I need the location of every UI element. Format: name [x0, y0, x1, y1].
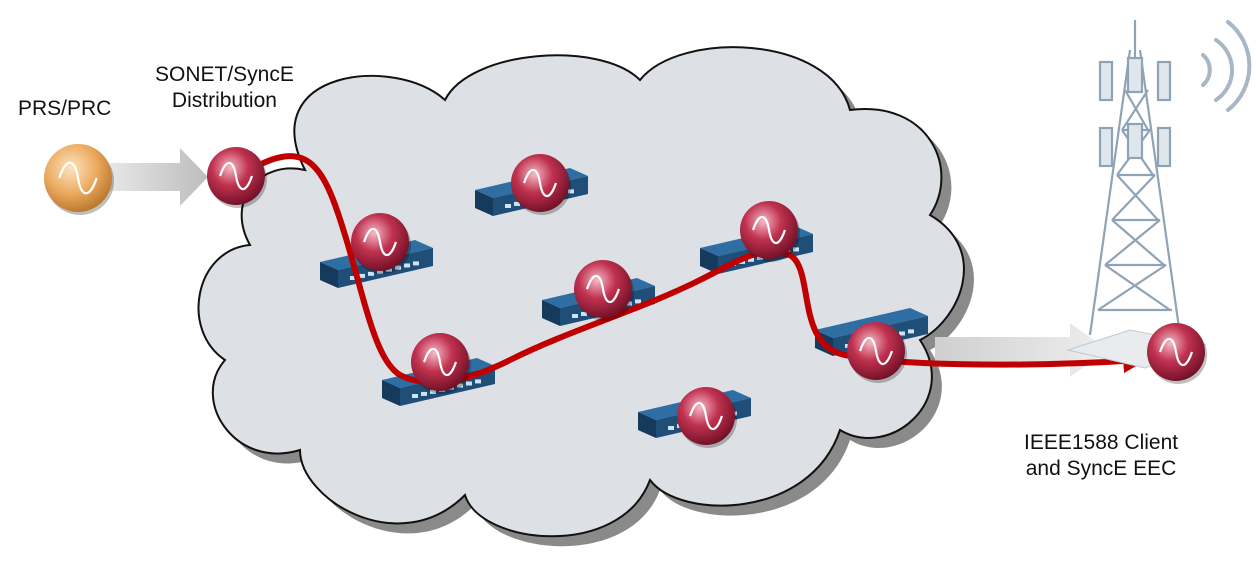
sync-clock-icon	[740, 201, 800, 262]
sync-clock-icon	[411, 333, 471, 394]
client-feed-arrow	[935, 323, 1108, 377]
sync-clock-icon	[511, 154, 571, 215]
distribution-label: SONET/SyncE Distribution	[155, 63, 294, 112]
oscillator-clock-icon	[44, 144, 114, 215]
sync-clock-icon	[677, 387, 737, 448]
cell-tower-icon	[1088, 20, 1182, 336]
sync-clock-icon	[1147, 323, 1207, 384]
client-label: IEEE1588 Client and SyncE EEC	[1024, 431, 1179, 480]
sync-clock-icon	[574, 260, 634, 321]
sync-clock-icon	[207, 147, 267, 208]
wireless-signal-icon	[1201, 20, 1252, 112]
source-feed-arrow	[110, 148, 208, 206]
sync-clock-icon	[351, 213, 411, 274]
sync-clock-icon	[847, 322, 907, 383]
source-label: PRS/PRC	[18, 97, 112, 120]
